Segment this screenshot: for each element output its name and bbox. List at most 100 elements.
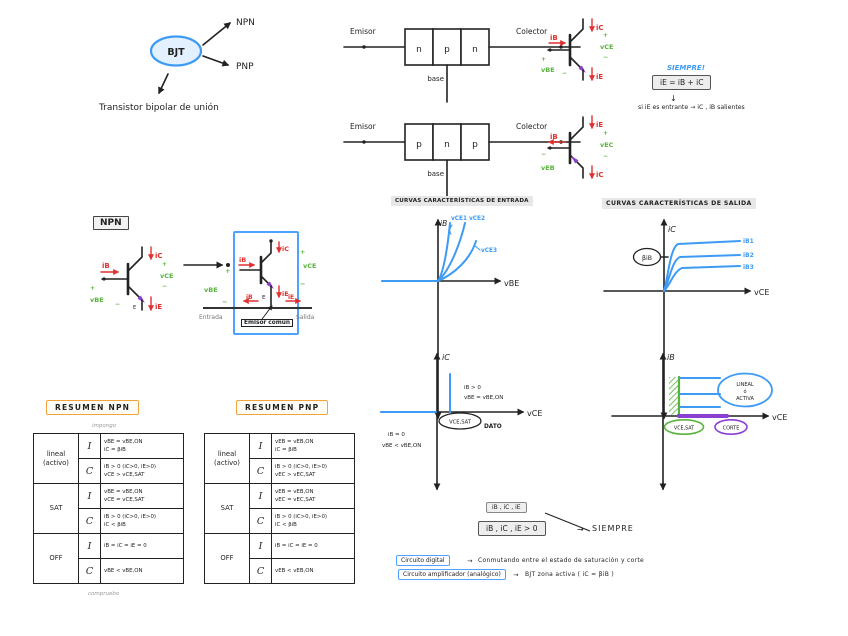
right-arrow-icon: → bbox=[467, 557, 473, 565]
npn-emitter-label: Emisor bbox=[350, 27, 377, 36]
ib-label: iB bbox=[102, 262, 110, 270]
pnp-vec-label: vEC bbox=[600, 141, 614, 149]
condition-cell: iB > 0 (iC>0, iE>0)iC < βiB bbox=[271, 508, 355, 534]
pnp-block-diagram: Emisor Colector p n p base bbox=[343, 122, 581, 198]
lineal-label-2: ó bbox=[743, 388, 746, 395]
currents-box-small: iB , iC , iE bbox=[486, 502, 527, 513]
npn-layer-3: n bbox=[472, 45, 478, 55]
salida-label: Salida bbox=[296, 314, 315, 321]
lineal-label-3: ACTIVA bbox=[736, 396, 754, 402]
siempre-detail: si iE es entrante → iC , iB salientes bbox=[638, 104, 745, 111]
regions-graph: LINEAL ó ACTIVA VCE,SAT CORTE iB vCE bbox=[611, 352, 787, 491]
emitter-arrow-icon bbox=[571, 156, 579, 164]
impose-cell: I bbox=[78, 433, 101, 459]
impose-cell: I bbox=[249, 533, 272, 559]
input-curve-2 bbox=[437, 222, 466, 282]
region-cell: lineal (activo) bbox=[33, 433, 79, 484]
ic-label: iC bbox=[282, 245, 289, 253]
curve-1-label: vCE1 bbox=[451, 216, 467, 222]
npn-ic-label: iC bbox=[596, 24, 604, 32]
lineal-activa-ellipse bbox=[717, 372, 773, 408]
output-curves-title: CURVAS CARACTERÍSTICAS DE SALIDA bbox=[602, 198, 756, 209]
pnp-ic-label: iC bbox=[596, 171, 604, 179]
cut-note-2: vBE < vBE,ON bbox=[382, 443, 421, 449]
ie-label: iE bbox=[282, 290, 289, 298]
cut-note-1: iB = 0 bbox=[388, 432, 405, 438]
pnp-collector-label: Colector bbox=[516, 122, 548, 131]
y-axis-label: iC bbox=[668, 225, 676, 234]
block-diagrams: Emisor Colector n p n base Emisor Colect… bbox=[343, 27, 581, 198]
y-axis-label: iB bbox=[667, 353, 675, 362]
ib-label: iB bbox=[239, 256, 246, 264]
right-arrow-icon: → bbox=[513, 571, 519, 579]
x-axis-label: vBE bbox=[504, 279, 519, 288]
pnp-ib-label: iB bbox=[550, 133, 558, 141]
curve-1-label: iB1 bbox=[743, 238, 754, 245]
emitter-arrow-icon bbox=[578, 65, 586, 73]
mindmap-caption: Transistor bipolar de unión bbox=[98, 102, 219, 113]
check-cell: C bbox=[78, 558, 101, 584]
emisor-comun-pointer bbox=[261, 305, 273, 320]
down-arrow-icon: ↓ bbox=[670, 94, 677, 103]
active-note-2: vBE = vBE,ON bbox=[464, 395, 503, 401]
npn-transistor-symbol: iB iC iE + vCE − + vBE − bbox=[541, 18, 613, 82]
vcesat-label: VCE,SAT bbox=[449, 420, 472, 426]
circuito-digital-text: Conmutando entre el estado de saturación… bbox=[478, 557, 645, 564]
vcesat-ellipse bbox=[438, 412, 482, 430]
pnp-base-label: base bbox=[427, 170, 444, 178]
region-cell: lineal (activo) bbox=[204, 433, 250, 484]
emitter-letter: E bbox=[262, 295, 266, 301]
plus-sign: + bbox=[300, 248, 306, 256]
condition-cell: vEB < vEB,ON bbox=[271, 558, 355, 584]
amp-vbe-label: vBE bbox=[204, 286, 218, 294]
currents-box-big: iB , iC , iE > 0 bbox=[478, 521, 546, 536]
corte-label: CORTE bbox=[723, 426, 740, 432]
amp-vce-label: vCE bbox=[303, 262, 317, 270]
npn-layer-1: n bbox=[416, 45, 422, 55]
pnp-transistor-symbol: iB iE iC + vEC − − vEB bbox=[541, 115, 614, 180]
transistor-symbols: iB iC iE + vCE − + vBE − iB iE iC + bbox=[541, 18, 614, 180]
output-curves-graph: iB1 iB2 iB3 βiB iC vCE bbox=[603, 218, 769, 420]
input-curve-1 bbox=[437, 222, 451, 282]
minus-sign: − bbox=[603, 153, 608, 160]
y-axis-label: iC bbox=[442, 353, 450, 362]
siempre-title: SIEMPRE! bbox=[667, 64, 705, 72]
check-cell: C bbox=[78, 508, 101, 534]
x-axis-label: vCE bbox=[772, 413, 787, 422]
connector-arrow bbox=[183, 261, 230, 269]
impose-cell: I bbox=[249, 433, 272, 459]
impose-cell: I bbox=[78, 483, 101, 509]
impose-cell: I bbox=[78, 533, 101, 559]
lineal-label-1: LINEAL bbox=[736, 382, 754, 388]
minus-sign: − bbox=[603, 54, 608, 61]
pnp-layer-3: p bbox=[472, 140, 478, 150]
note-connector-line bbox=[544, 512, 591, 532]
npn-ie-label: iE bbox=[596, 73, 603, 81]
region-cell: OFF bbox=[33, 533, 79, 584]
check-cell: C bbox=[249, 508, 272, 534]
npn-ib-label: iB bbox=[550, 34, 558, 42]
plus-sign: + bbox=[541, 56, 546, 63]
condition-cell: iB = iC = iE = 0 bbox=[100, 533, 184, 559]
region-cell: OFF bbox=[204, 533, 250, 584]
pnp-emitter-label: Emisor bbox=[350, 122, 377, 131]
emitter-arrow-icon bbox=[266, 281, 274, 289]
rail-ie-label: iE bbox=[288, 294, 294, 301]
pnp-veb-label: vEB bbox=[541, 164, 555, 172]
rail-ib-label: iB bbox=[246, 294, 253, 301]
npn-vce-label: vCE bbox=[600, 43, 613, 51]
siempre-label: SIEMPRE bbox=[592, 524, 634, 533]
condition-cell: vBE < vBE,ON bbox=[100, 558, 184, 584]
check-cell: C bbox=[249, 458, 272, 484]
npn-collector-label: Colector bbox=[516, 27, 548, 36]
circuito-amplificador-box: Circuito amplificador (analógico) bbox=[398, 569, 506, 580]
minus-sign: − bbox=[162, 283, 167, 290]
input-curves-title: CURVAS CARACTERÍSTICAS DE ENTRADA bbox=[391, 196, 533, 206]
vcesat-label: VCE,SAT bbox=[674, 426, 694, 432]
common-emitter-circuit: iB iC iE E bbox=[238, 239, 289, 309]
region-cell: SAT bbox=[204, 483, 250, 534]
